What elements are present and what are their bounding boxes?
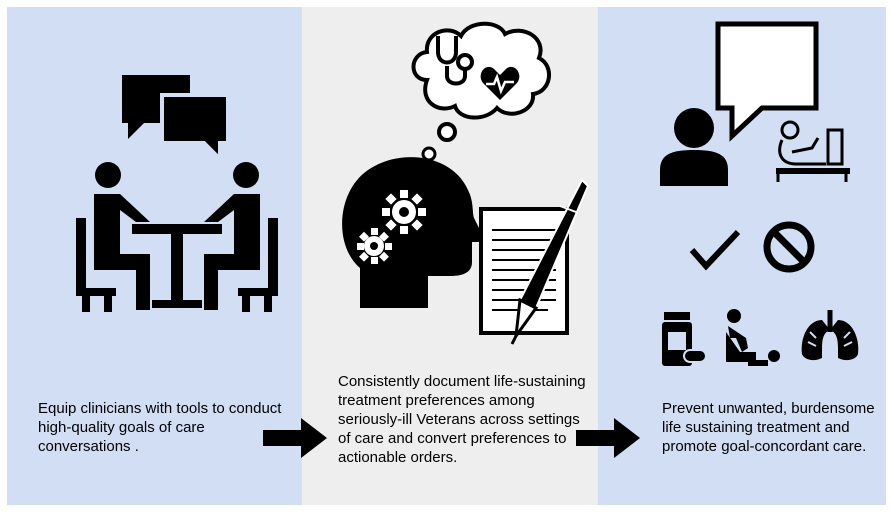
caption-documentation: Consistently document life-sustaining tr… <box>338 373 586 466</box>
caption-outcomes: Prevent unwanted, burdensome life sustai… <box>662 400 875 455</box>
right-arrow-icon <box>263 418 327 458</box>
head-gears-icon <box>342 157 486 308</box>
thought-cloud-icon <box>411 21 551 176</box>
meeting-table-icon <box>76 162 278 312</box>
patient-bed-icon <box>776 120 850 182</box>
lungs-icon <box>801 310 859 361</box>
prohibited-icon <box>763 221 815 273</box>
medication-icon <box>662 312 707 366</box>
heart-rate-icon <box>480 66 520 100</box>
cpr-icon <box>726 309 780 366</box>
caption-conversations: Equip clinicians with tools to conduct h… <box>38 400 282 455</box>
pen-icon <box>510 178 590 345</box>
check-icon <box>689 229 741 271</box>
right-arrow-icon <box>576 418 640 458</box>
speech-bubbles-icon <box>122 75 230 164</box>
stethoscope-icon <box>436 36 474 86</box>
person-speech-icon <box>660 21 819 186</box>
